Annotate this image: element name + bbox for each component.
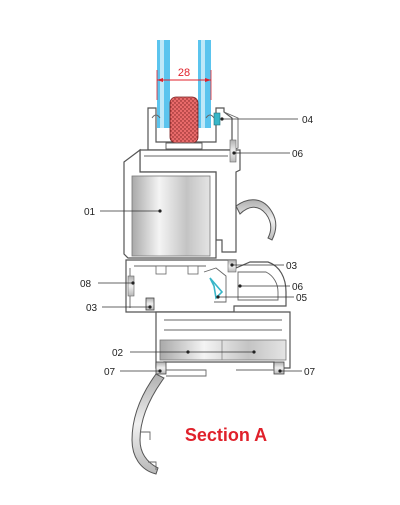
- spacer-gasket: [169, 96, 199, 144]
- label-01: 01: [84, 207, 96, 218]
- label-07-left: 07: [104, 367, 116, 378]
- dimension-label: 28: [178, 67, 190, 79]
- label-06-top: 06: [292, 149, 304, 160]
- section-caption: Section A: [185, 425, 267, 445]
- lower-curved-leg: [131, 373, 165, 475]
- seal-clip-04: [213, 112, 221, 126]
- label-06-lower: 06: [292, 282, 304, 293]
- label-02: 02: [112, 348, 124, 359]
- label-07-right: 07: [304, 367, 316, 378]
- label-04: 04: [302, 115, 314, 126]
- label-05: 05: [296, 293, 308, 304]
- seal-clip-05: [209, 277, 224, 300]
- dimension-28: 28: [156, 67, 212, 100]
- seal-03-left: [145, 297, 155, 311]
- label-03-right: 03: [286, 261, 298, 272]
- profile-box-01: [123, 148, 217, 259]
- leaders: [98, 117, 302, 373]
- label-03-left: 03: [86, 303, 98, 314]
- label-08: 08: [80, 279, 92, 290]
- insulation-02: [159, 339, 287, 361]
- part-labels: 04 06 01 03 08 06 05 03 02 07 07: [80, 115, 316, 378]
- insulation-01: [131, 175, 211, 257]
- lower-frame: [125, 259, 287, 313]
- weather-drip: [235, 199, 277, 241]
- glass-panes: [157, 40, 211, 128]
- sill-frame: [155, 311, 291, 377]
